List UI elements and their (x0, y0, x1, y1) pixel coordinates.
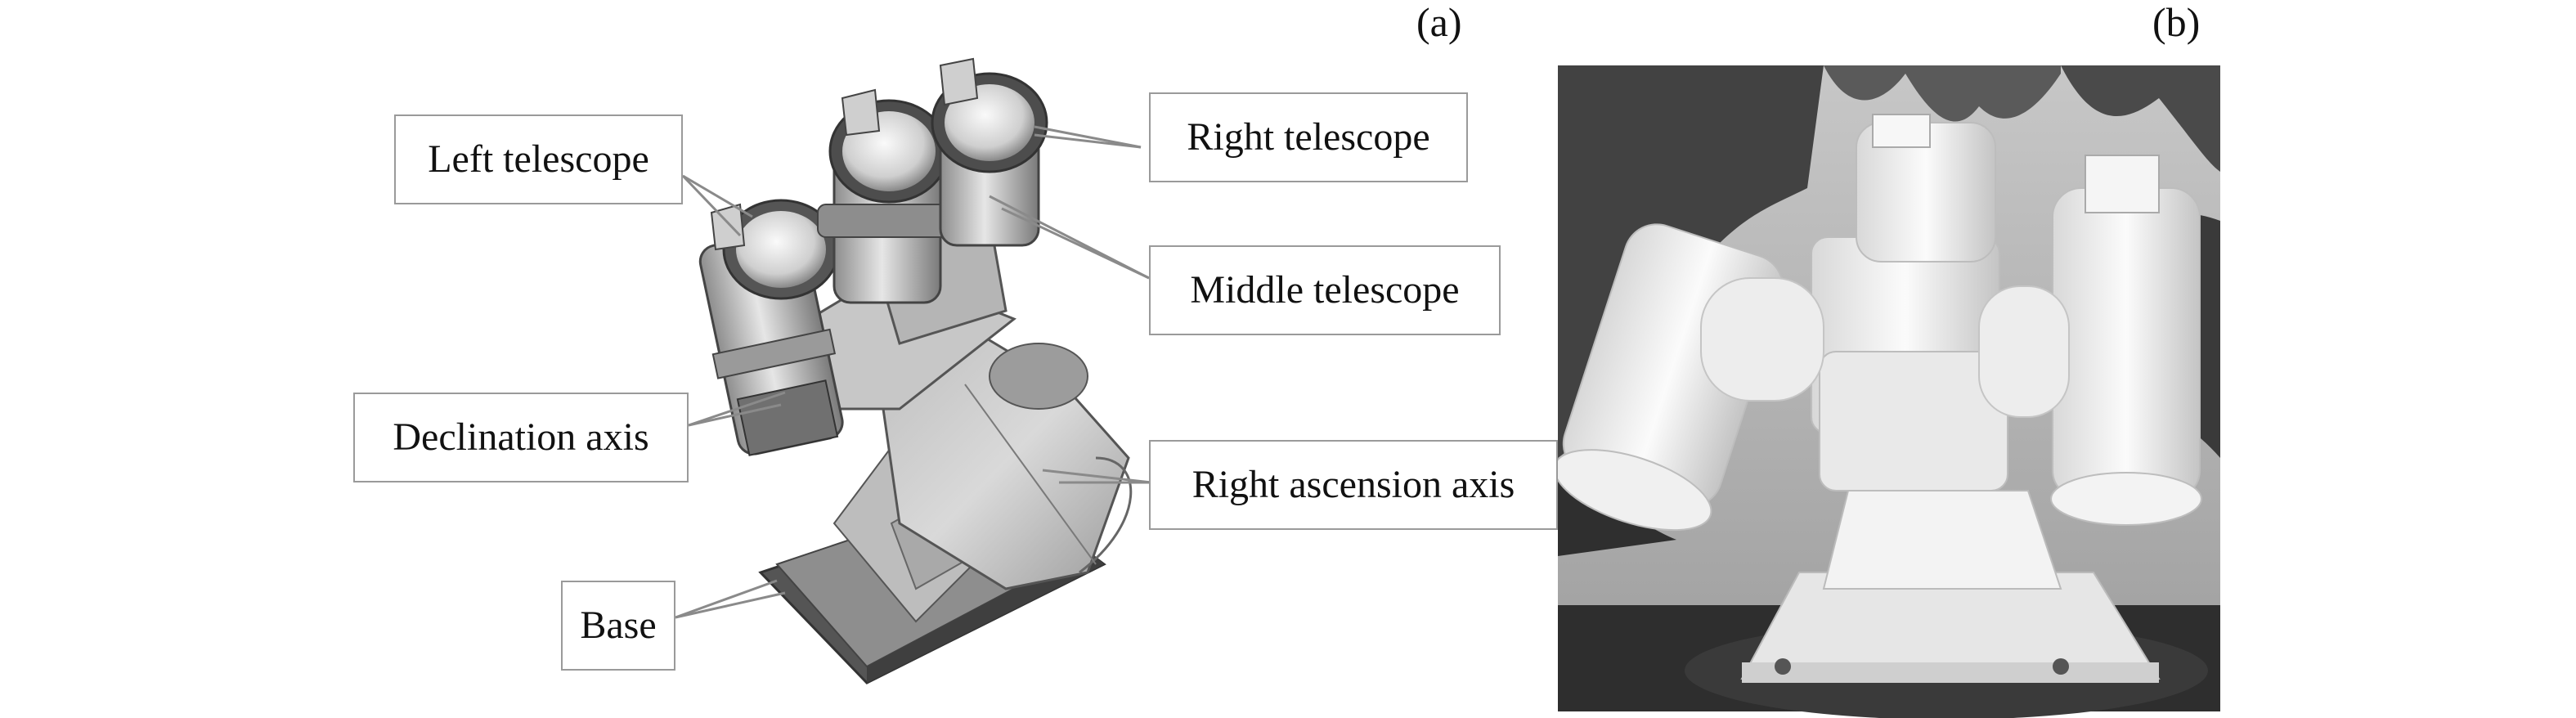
callout-right-ascension-axis: Right ascension axis (1149, 440, 1558, 530)
callout-right-telescope: Right telescope (1149, 92, 1468, 182)
panel-a-label: (a) (1416, 0, 1462, 45)
callout-base: Base (561, 581, 675, 671)
callout-left-telescope: Left telescope (394, 114, 683, 204)
panel-b-label: (b) (2152, 0, 2201, 45)
cad-mount-drawing (698, 57, 1133, 684)
telescope-photo (1553, 65, 2220, 718)
leader-lines (675, 125, 1152, 619)
callout-middle-telescope: Middle telescope (1149, 245, 1501, 335)
callout-declination-axis: Declination axis (353, 393, 689, 482)
